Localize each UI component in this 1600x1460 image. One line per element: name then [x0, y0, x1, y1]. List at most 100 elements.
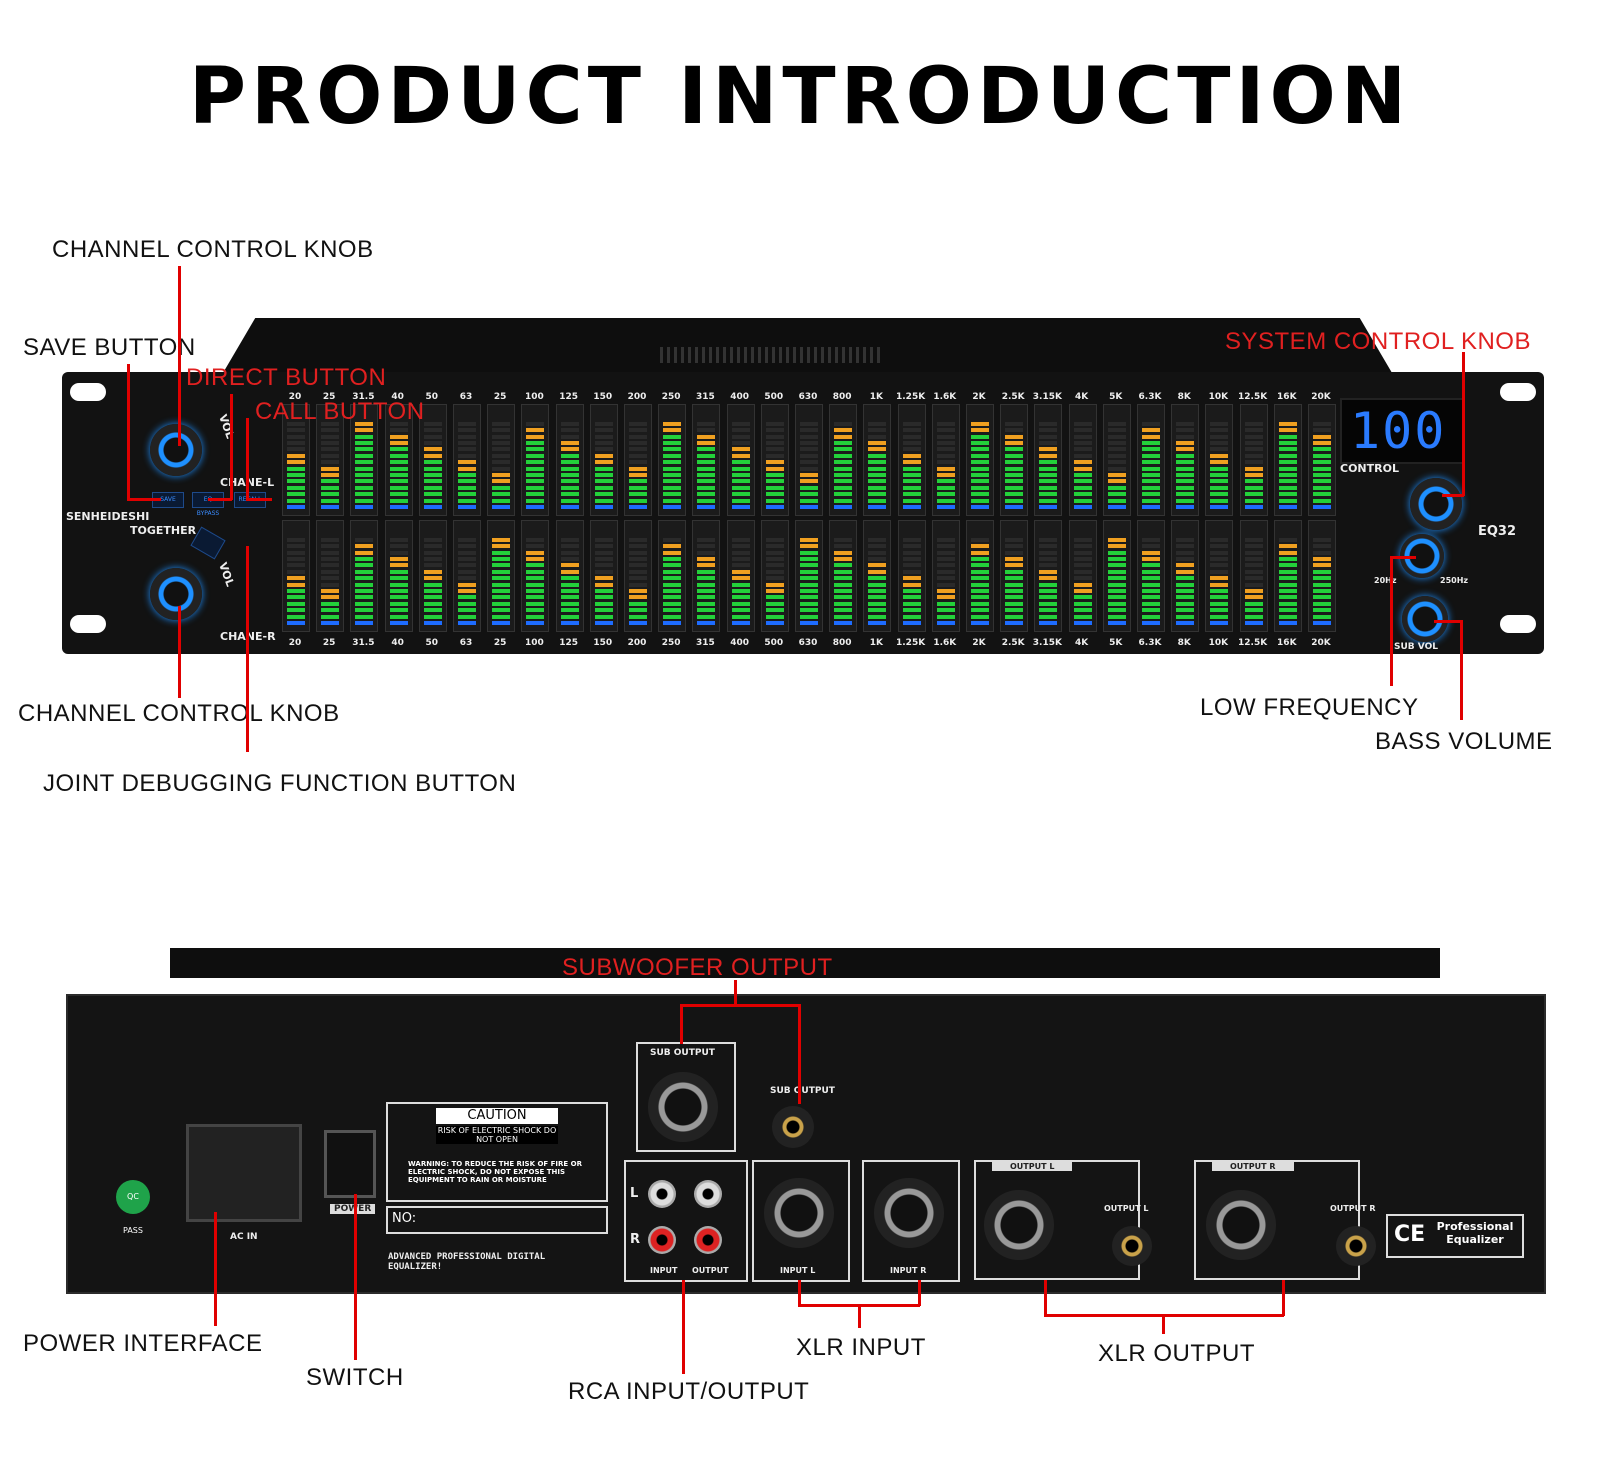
channel-r-knob[interactable] — [150, 568, 202, 620]
eq-slider-bottom[interactable] — [350, 520, 379, 632]
eq-slider-top[interactable] — [624, 404, 652, 516]
eq-slider-top[interactable] — [897, 404, 926, 516]
led-segment — [287, 544, 305, 549]
power-switch[interactable] — [324, 1130, 376, 1198]
eq-slider-bottom[interactable] — [316, 520, 345, 632]
eq-slider-bottom[interactable] — [589, 520, 618, 632]
system-display: 100 — [1340, 398, 1464, 464]
led-segment — [287, 485, 305, 490]
eq-slider-top[interactable] — [1137, 404, 1165, 516]
eq-slider-top[interactable] — [658, 404, 687, 516]
eq-slider-bottom[interactable] — [624, 520, 652, 632]
eq-slider-bottom[interactable] — [897, 520, 926, 632]
output-l-xlr[interactable] — [984, 1190, 1054, 1260]
system-control-knob[interactable] — [1410, 478, 1462, 530]
sub-output-jack[interactable] — [772, 1106, 814, 1148]
eq-slider-bottom[interactable] — [418, 520, 447, 632]
caution-title: CAUTION — [436, 1108, 558, 1124]
eq-slider-bottom[interactable] — [1068, 520, 1097, 632]
frequency-label: 50 — [425, 638, 439, 648]
eq-slider-top[interactable] — [1034, 404, 1063, 516]
eq-slider-top[interactable] — [1273, 404, 1302, 516]
led-segment — [1210, 505, 1229, 509]
eq-slider-bottom[interactable] — [658, 520, 687, 632]
led-segment — [321, 557, 340, 561]
eq-slider-top[interactable] — [453, 404, 481, 516]
led-segment — [834, 595, 853, 600]
eq-slider-bottom[interactable] — [555, 520, 584, 632]
eq-slider-top[interactable] — [1102, 404, 1131, 516]
eq-slider-top[interactable] — [384, 404, 413, 516]
eq-slider-bottom[interactable] — [1239, 520, 1268, 632]
eq-slider-top[interactable] — [931, 404, 960, 516]
eq-slider-bottom[interactable] — [863, 520, 892, 632]
eq-slider-top[interactable] — [1205, 404, 1234, 516]
rca-input-l[interactable] — [648, 1180, 676, 1208]
led-segment — [526, 563, 545, 568]
eq-slider-top[interactable] — [795, 404, 823, 516]
eq-slider-top[interactable] — [726, 404, 755, 516]
eq-slider-top[interactable] — [521, 404, 550, 516]
eq-slider-bottom[interactable] — [829, 520, 858, 632]
eq-slider-bottom[interactable] — [453, 520, 481, 632]
bass-volume-knob[interactable] — [1402, 596, 1448, 642]
led-segment — [458, 608, 476, 613]
eq-slider-bottom[interactable] — [1000, 520, 1029, 632]
eq-slider-top[interactable] — [829, 404, 858, 516]
eq-slider-top[interactable] — [863, 404, 892, 516]
led-segment — [594, 557, 613, 561]
eq-slider-bottom[interactable] — [1273, 520, 1302, 632]
eq-slider-bottom[interactable] — [692, 520, 721, 632]
eq-slider-bottom[interactable] — [1034, 520, 1063, 632]
led-segment — [1005, 576, 1024, 581]
eq-slider-bottom[interactable] — [282, 520, 310, 632]
rca-output-r[interactable] — [694, 1226, 722, 1254]
eq-slider-top[interactable] — [487, 404, 516, 516]
eq-slider-bottom[interactable] — [487, 520, 516, 632]
output-r-xlr[interactable] — [1206, 1190, 1276, 1260]
channel-l-knob[interactable] — [150, 424, 202, 476]
eq-slider-bottom[interactable] — [966, 520, 994, 632]
eq-slider-bottom[interactable] — [931, 520, 960, 632]
eq-slider-top[interactable] — [1000, 404, 1029, 516]
eq-slider-bottom[interactable] — [1308, 520, 1336, 632]
eq-slider-top[interactable] — [1239, 404, 1268, 516]
eq-slider-top[interactable] — [1308, 404, 1336, 516]
led-segment — [1039, 505, 1058, 509]
eq-slider-bottom[interactable] — [521, 520, 550, 632]
eq-slider-top[interactable] — [418, 404, 447, 516]
eq-slider-bottom[interactable] — [1205, 520, 1234, 632]
eq-slider-top[interactable] — [966, 404, 994, 516]
eq-slider-bottom[interactable] — [384, 520, 413, 632]
led-segment — [1005, 421, 1024, 426]
eq-slider-top[interactable] — [316, 404, 345, 516]
led-segment — [355, 428, 374, 433]
output-r-jack[interactable] — [1336, 1226, 1376, 1266]
professional-text: Professional Equalizer — [1436, 1220, 1514, 1246]
eq-slider-bottom[interactable] — [1102, 520, 1131, 632]
eq-slider-top[interactable] — [282, 404, 310, 516]
eq-slider-top[interactable] — [555, 404, 584, 516]
rca-output-l[interactable] — [694, 1180, 722, 1208]
eq-slider-top[interactable] — [350, 404, 379, 516]
eq-slider-bottom[interactable] — [760, 520, 789, 632]
eq-slider-top[interactable] — [760, 404, 789, 516]
led-segment — [971, 601, 989, 606]
eq-slider-bottom[interactable] — [795, 520, 823, 632]
eq-slider-top[interactable] — [589, 404, 618, 516]
led-segment — [1176, 434, 1195, 439]
input-l-combo-jack[interactable] — [764, 1178, 834, 1248]
eq-slider-top[interactable] — [1068, 404, 1097, 516]
power-socket[interactable] — [186, 1124, 302, 1222]
eq-slider-top[interactable] — [1171, 404, 1200, 516]
led-segment — [902, 550, 921, 555]
rca-input-r[interactable] — [648, 1226, 676, 1254]
output-l-jack[interactable] — [1112, 1226, 1152, 1266]
eq-slider-bottom[interactable] — [726, 520, 755, 632]
eq-slider-top[interactable] — [692, 404, 721, 516]
eq-slider-bottom[interactable] — [1171, 520, 1200, 632]
sub-output-xlr[interactable] — [648, 1072, 718, 1142]
input-r-combo-jack[interactable] — [874, 1178, 944, 1248]
eq-slider-bottom[interactable] — [1137, 520, 1165, 632]
led-segment — [731, 460, 750, 465]
